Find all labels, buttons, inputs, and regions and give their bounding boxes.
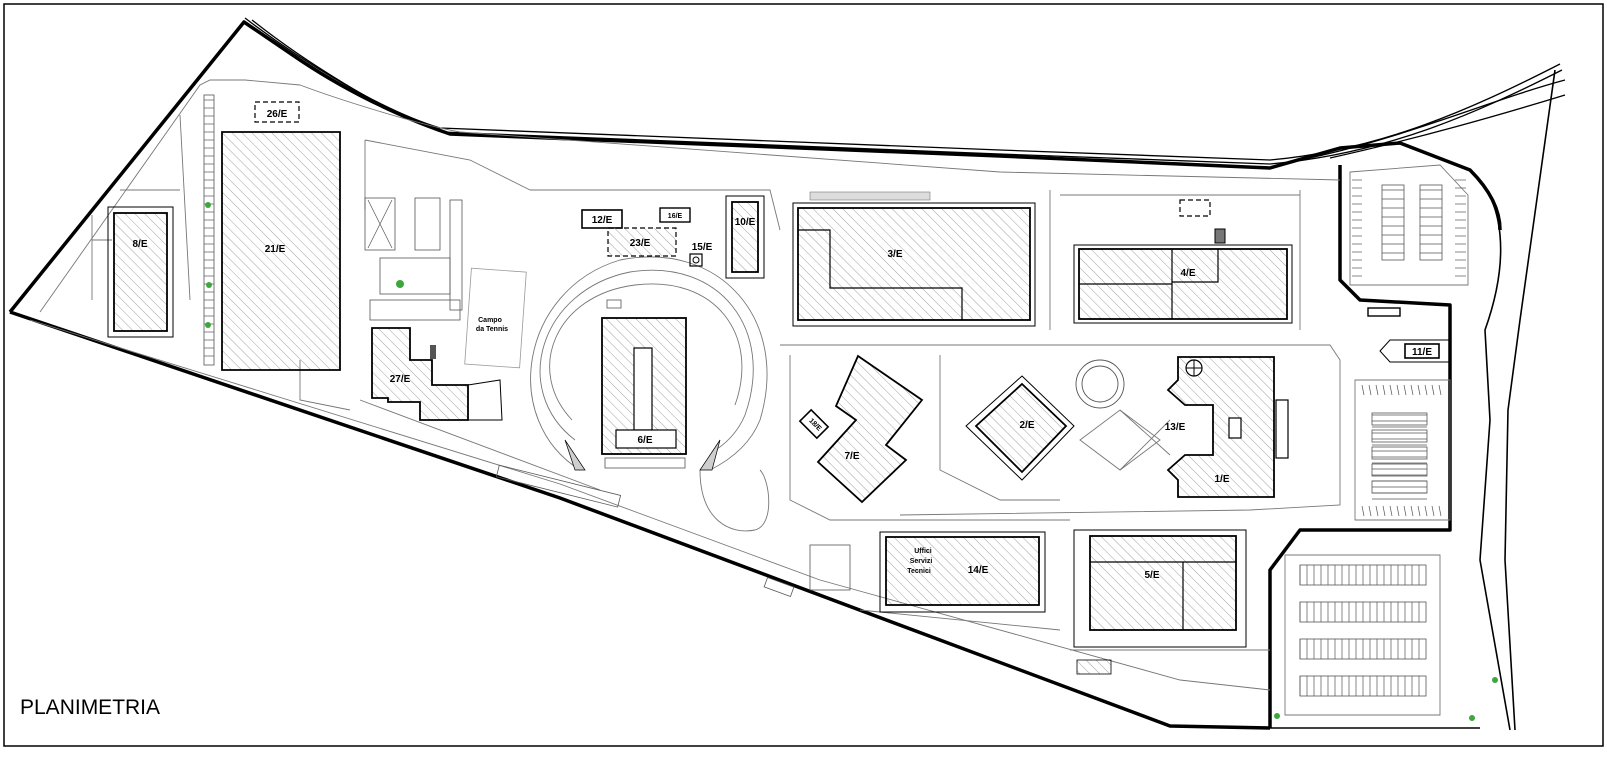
label-uffici-2: Servizi [910,558,933,565]
parking-stall-line [1438,505,1442,517]
label-23E: 23/E [630,238,651,249]
parking-stall-line [1431,384,1435,396]
building-5E: 5/E [1073,529,1247,675]
label-11E: 11/E [1412,347,1432,358]
building-7E: 7/E [816,354,924,504]
building-6E: 6/E [601,299,687,469]
parking-stall-line [1431,505,1435,517]
parking-strip-west [203,94,215,366]
parking-row [1371,412,1428,426]
parking-stall-line [1403,384,1407,396]
label-4E: 4/E [1180,268,1195,279]
building-21E: 21/E [221,131,341,371]
label-campo-2: da Tennis [476,326,508,333]
drawing-title: PLANIMETRIA [20,696,160,719]
parking-north-east [1349,164,1469,286]
parking-stall-line [1424,384,1428,396]
label-campo-1: Campo [478,317,502,324]
parking-stall-line [1375,505,1379,517]
parking-stall-line [1382,505,1386,517]
label-3E: 3/E [887,249,902,260]
building-8E: 8/E [107,206,174,338]
parking-stall-line [1389,384,1393,396]
parking-stall-line [1368,384,1372,396]
parking-stall-line [1410,505,1414,517]
internal-roads [29,79,1341,691]
parking-stall-line [1389,505,1393,517]
label-7E: 7/E [844,451,859,462]
parking-stall-line [1396,505,1400,517]
label-14E: 14/E [968,565,989,576]
railway [244,17,1566,165]
parking-stall-line [1396,384,1400,396]
drawing-frame [3,3,1604,747]
parking-stall-line [1424,505,1428,517]
parking-stall-line [1382,384,1386,396]
building-2E: 2/E [965,359,1125,481]
building-23E: 23/E [607,227,677,257]
label-1E: 1/E [1214,474,1229,485]
label-6E: 6/E [637,435,652,446]
label-16E: 16/E [668,213,683,220]
building-11E: 11/E [1367,307,1451,363]
parking-stall-line [1417,384,1421,396]
parking-stall-line [1410,384,1414,396]
parking-row [1371,429,1428,443]
parking-east [1354,379,1451,521]
building-14E: Uffici Servizi Tecnici 14/E [879,531,1046,613]
building-27E: 27/E [371,327,503,421]
ring-road [530,256,768,471]
label-2E: 2/E [1019,420,1034,431]
label-27E: 27/E [390,374,411,385]
parking-stall-line [1361,384,1365,396]
building-26E: 26/E [254,101,300,123]
parking-row [1371,463,1428,477]
building-1E: 13/E 1/E [1165,356,1289,498]
label-12E: 12/E [592,215,613,226]
building-3E: 3/E [792,191,1036,327]
building-15E: 15/E [689,242,713,267]
parking-row [1381,184,1405,261]
label-8E: 8/E [132,239,147,250]
label-10E: 10/E [735,217,756,228]
building-4E: 4/E [1073,199,1293,324]
building-16E: 16/E [659,207,691,223]
label-5E: 5/E [1144,570,1159,581]
parking-stall-line [1403,505,1407,517]
label-uffici-1: Uffici [914,548,932,555]
parking-stall-line [1417,505,1421,517]
label-13E: 13/E [1165,422,1186,433]
parking-south-east [1274,554,1498,721]
parking-stall-line [1375,384,1379,396]
building-10E: 10/E [725,195,765,279]
parking-stall-line [1361,505,1365,517]
site-boundary [8,20,1556,731]
parking-stall-line [1368,505,1372,517]
building-12E: 12/E [581,209,623,229]
building-18E: 18/E [798,408,830,440]
label-26E: 26/E [267,109,288,120]
parking-stall-line [1438,384,1442,396]
courtyard-paths [1079,409,1171,471]
tennis-court: Campo da Tennis [464,267,527,369]
south-misc [495,464,851,597]
parking-row [1371,446,1428,460]
service-structures [364,197,463,321]
parking-row [1419,184,1443,261]
label-15E: 15/E [692,242,713,253]
label-21E: 21/E [265,244,286,255]
label-uffici-3: Tecnici [907,568,931,575]
